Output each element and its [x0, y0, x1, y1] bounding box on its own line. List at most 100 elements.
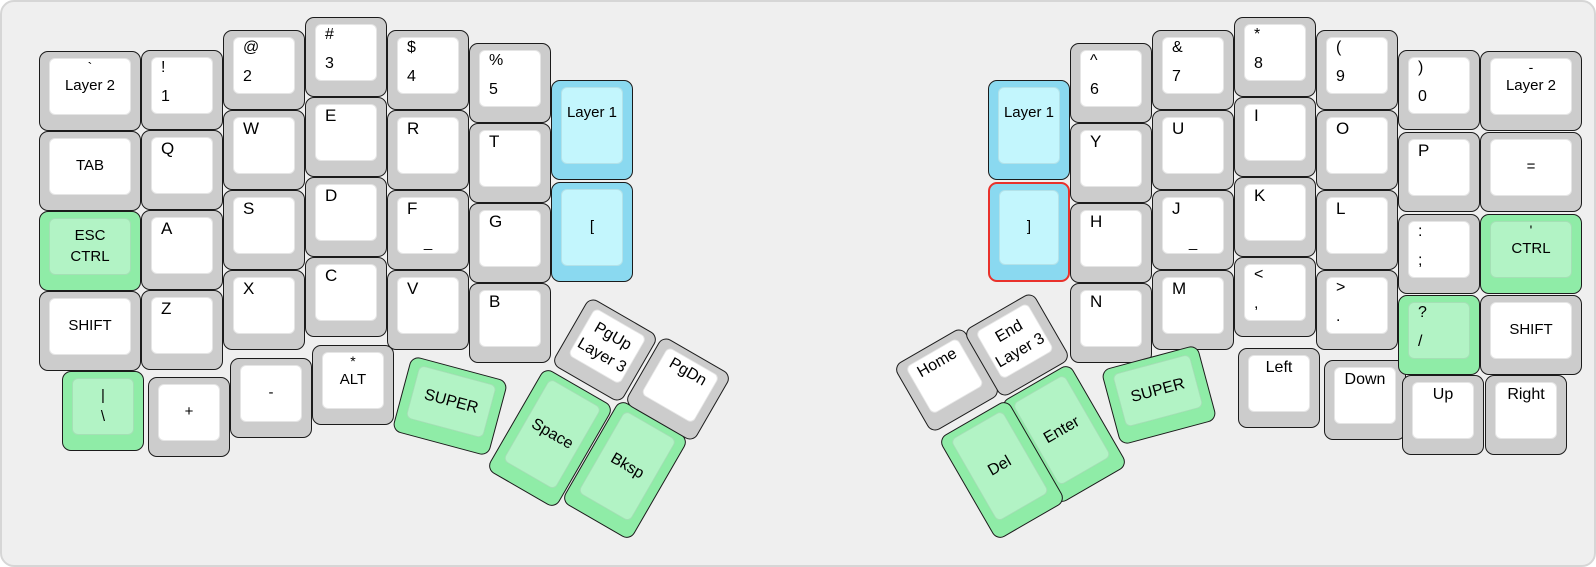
keycap-face: ^6 — [1080, 50, 1142, 107]
key-r-6[interactable]: ^6 — [1070, 43, 1152, 123]
key-label: Layer 2 — [64, 77, 116, 95]
keycap-face: O — [1326, 117, 1388, 174]
key-r-quote-ctrl[interactable]: 'CTRL — [1480, 214, 1582, 294]
key-l-tab[interactable]: TAB — [39, 131, 141, 211]
key-l-1[interactable]: !1 — [141, 50, 223, 130]
key-r-l[interactable]: L — [1316, 190, 1398, 270]
keycap-face: Q — [151, 137, 213, 194]
keycap-face: I — [1244, 104, 1306, 161]
key-l-minus[interactable]: - — [230, 358, 312, 438]
key-r-m[interactable]: M — [1152, 270, 1234, 350]
key-l-d[interactable]: D — [305, 177, 387, 257]
key-l-3[interactable]: #3 — [305, 17, 387, 97]
key-r-9[interactable]: (9 — [1316, 30, 1398, 110]
key-l-z[interactable]: Z — [141, 290, 223, 370]
keycap-face: K — [1244, 184, 1306, 241]
key-r-i[interactable]: I — [1234, 97, 1316, 177]
keycap-face: *8 — [1244, 24, 1306, 81]
key-l-super[interactable]: SUPER — [391, 355, 509, 457]
key-l-f[interactable]: F_ — [387, 190, 469, 270]
key-label: , — [1254, 295, 1259, 313]
key-l-pipe-backslash[interactable]: |\ — [62, 371, 144, 451]
key-r-p[interactable]: P — [1398, 132, 1480, 212]
key-r-period[interactable]: >. — [1316, 270, 1398, 350]
key-l-lbracket[interactable]: [ — [551, 182, 633, 282]
key-r-rbracket[interactable]: ] — [988, 182, 1070, 282]
key-l-s[interactable]: S — [223, 190, 305, 270]
key-l-t[interactable]: T — [469, 123, 551, 203]
key-l-e[interactable]: E — [305, 97, 387, 177]
key-label: TAB — [75, 157, 105, 175]
key-label: _ — [423, 234, 433, 251]
key-label: |\ — [100, 387, 106, 425]
key-label: ? — [1418, 304, 1427, 321]
key-r-8[interactable]: *8 — [1234, 17, 1316, 97]
key-label: ] — [1026, 218, 1032, 236]
key-r-shift[interactable]: SHIFT — [1480, 295, 1582, 375]
keycap-face: X — [233, 277, 295, 334]
key-r-down[interactable]: Down — [1324, 360, 1406, 440]
key-label: U — [1172, 119, 1185, 138]
keycap-face: SHIFT — [49, 298, 131, 355]
key-label: : — [1418, 223, 1423, 240]
key-l-layer1[interactable]: Layer 1 — [551, 80, 633, 180]
key-label: B — [489, 292, 501, 311]
key-r-question-slash[interactable]: ?/ — [1398, 295, 1480, 375]
key-r-h[interactable]: H — [1070, 203, 1152, 283]
key-label: 7 — [1172, 68, 1181, 86]
key-r-0[interactable]: )0 — [1398, 50, 1480, 130]
key-r-minus-layer2[interactable]: -Layer 2 — [1480, 51, 1582, 131]
key-r-o[interactable]: O — [1316, 110, 1398, 190]
key-l-q[interactable]: Q — [141, 130, 223, 210]
keycap-face: -Layer 2 — [1490, 58, 1572, 115]
key-label: F — [407, 199, 418, 218]
keycap-face: W — [233, 117, 295, 174]
key-l-plus[interactable]: + — [148, 377, 230, 457]
key-label: [ — [589, 218, 595, 236]
keycap-face: N — [1080, 290, 1142, 347]
keycap-face: Right — [1495, 382, 1557, 439]
key-r-equals[interactable]: = — [1480, 132, 1582, 212]
key-l-asterisk-alt[interactable]: *ALT — [312, 345, 394, 425]
keycap-face: P — [1408, 139, 1470, 196]
keycap-face: ] — [999, 190, 1059, 265]
key-l-w[interactable]: W — [223, 110, 305, 190]
keycap-face: Down — [1334, 367, 1396, 424]
key-l-2[interactable]: @2 — [223, 30, 305, 110]
key-l-v[interactable]: V — [387, 270, 469, 350]
key-r-7[interactable]: &7 — [1152, 30, 1234, 110]
key-r-up[interactable]: Up — [1402, 375, 1484, 455]
keycap-face: <, — [1244, 264, 1306, 321]
key-label: O — [1336, 119, 1350, 138]
key-label: @ — [243, 39, 260, 56]
key-r-y[interactable]: Y — [1070, 123, 1152, 203]
key-r-u[interactable]: U — [1152, 110, 1234, 190]
key-l-g[interactable]: G — [469, 203, 551, 283]
key-r-right[interactable]: Right — [1485, 375, 1567, 455]
key-r-k[interactable]: K — [1234, 177, 1316, 257]
keycap-face: :; — [1408, 221, 1470, 278]
key-r-left[interactable]: Left — [1238, 348, 1320, 428]
key-r-n[interactable]: N — [1070, 283, 1152, 363]
keycap-face: U — [1162, 117, 1224, 174]
key-label: ; — [1418, 252, 1423, 270]
key-l-c[interactable]: C — [305, 257, 387, 337]
key-l-shift[interactable]: SHIFT — [39, 291, 141, 371]
key-label: Q — [161, 139, 175, 158]
key-l-4[interactable]: $4 — [387, 30, 469, 110]
keycap-face: Y — [1080, 130, 1142, 187]
key-l-x[interactable]: X — [223, 270, 305, 350]
key-r-semicolon[interactable]: :; — [1398, 214, 1480, 294]
key-l-grave-layer2[interactable]: `Layer 2 — [39, 51, 141, 131]
key-r-comma[interactable]: <, — [1234, 257, 1316, 337]
key-l-5[interactable]: %5 — [469, 43, 551, 123]
key-l-a[interactable]: A — [141, 210, 223, 290]
key-r-j[interactable]: J_ — [1152, 190, 1234, 270]
keycap-face: #3 — [315, 24, 377, 81]
key-l-b[interactable]: B — [469, 283, 551, 363]
key-r-layer1[interactable]: Layer 1 — [988, 80, 1070, 180]
key-l-r[interactable]: R — [387, 110, 469, 190]
key-label: Layer 2 — [1505, 77, 1557, 95]
